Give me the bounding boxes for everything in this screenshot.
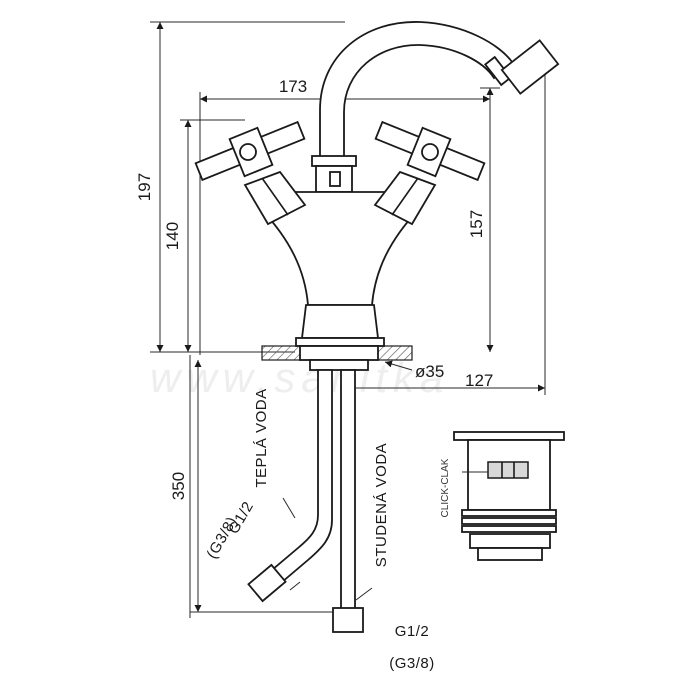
watermark: www.sanitka <box>150 354 449 401</box>
dim-base-diameter: ø35 <box>415 362 444 381</box>
dim-max-width: 127 <box>465 371 493 390</box>
dim-hose-length: 350 <box>169 472 188 500</box>
faucet-body <box>194 21 560 371</box>
hot-thread-alt-label: (G3/8) <box>203 514 240 562</box>
hoses <box>247 369 373 633</box>
drain-label: CLICK-CLAK <box>440 458 451 517</box>
drain-diagram <box>453 431 565 561</box>
hot-water-label: TEPLÁ VODA <box>253 388 270 487</box>
dim-handle-height: 140 <box>163 222 182 250</box>
cold-thread-alt-label: (G3/8) <box>389 655 435 672</box>
dim-spout-height: 157 <box>467 210 486 238</box>
cold-thread-label: G1/2 <box>395 623 430 640</box>
dim-overall-height: 197 <box>135 173 154 201</box>
dimension-lines <box>150 21 546 618</box>
dim-spout-reach: 173 <box>279 77 307 96</box>
cold-water-label: STUDENÁ VODA <box>373 443 390 567</box>
